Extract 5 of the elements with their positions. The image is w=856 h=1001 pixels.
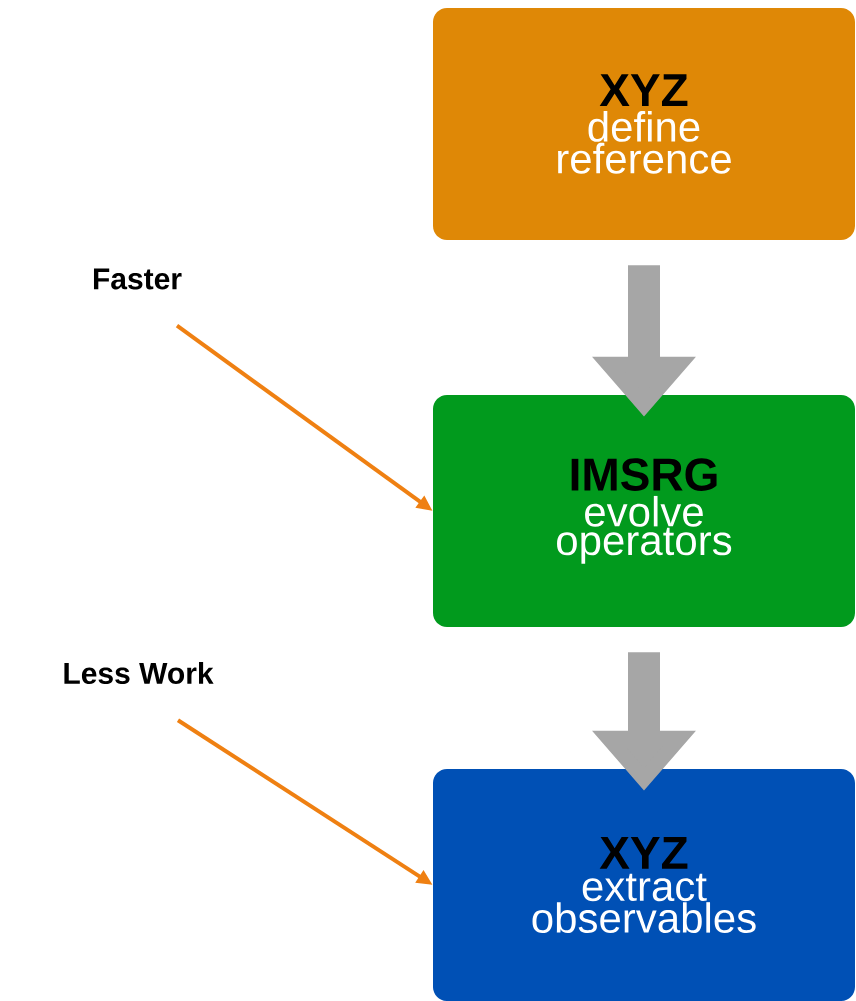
annotation-text: Faster [94, 268, 182, 290]
process-box: IMSRG evolve operators [433, 395, 855, 627]
process-box: XYZ extract observables [433, 769, 855, 1001]
annotation-text: Less Work [64, 662, 214, 685]
process-box: XYZ define reference [433, 8, 855, 240]
